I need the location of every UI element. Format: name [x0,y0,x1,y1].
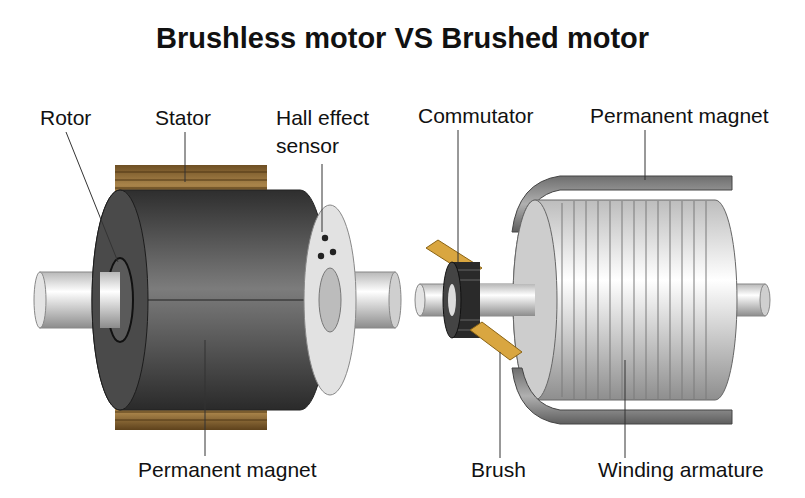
sensor-hole [330,249,336,255]
leader-line [500,352,501,458]
shaft-end [448,284,456,316]
part-label: Permanent magnet [590,102,769,130]
seam-line [120,300,325,301]
shaft [480,284,535,316]
part-label: Rotor [40,104,91,132]
sensor-hole [318,253,324,259]
hall-disk-hub [319,268,341,332]
shaft-end [760,284,770,316]
leader-line [645,130,646,180]
brushed-motor [415,130,770,458]
shaft-end [415,284,425,316]
leader-line [185,132,186,182]
part-label: Brush [471,456,526,484]
leader-line [66,132,118,262]
leader-line [322,164,323,232]
shaft [100,272,120,328]
shaft-end [34,272,46,328]
leader-line [625,360,626,458]
part-label: Hall effect sensor [276,104,394,160]
shaft [40,272,125,328]
sensor-hole [322,235,328,241]
magnet-shell [512,368,732,424]
rotor-body [92,190,328,410]
leader-line [205,340,206,456]
part-label: Commutator [418,102,534,130]
leader-line [458,130,459,262]
armature-windings [562,201,706,399]
brush-bar [470,322,522,360]
brushless-motor [34,132,401,456]
commutator-face [443,262,461,338]
part-label: Winding armature [598,456,764,484]
hall-disk [304,205,356,395]
shaft-end [389,272,401,328]
part-label: Permanent magnet [138,456,317,484]
diagram-title: Brushless motor VS Brushed motor [0,22,805,55]
rotor-face [92,190,148,410]
part-label: Stator [155,104,211,132]
